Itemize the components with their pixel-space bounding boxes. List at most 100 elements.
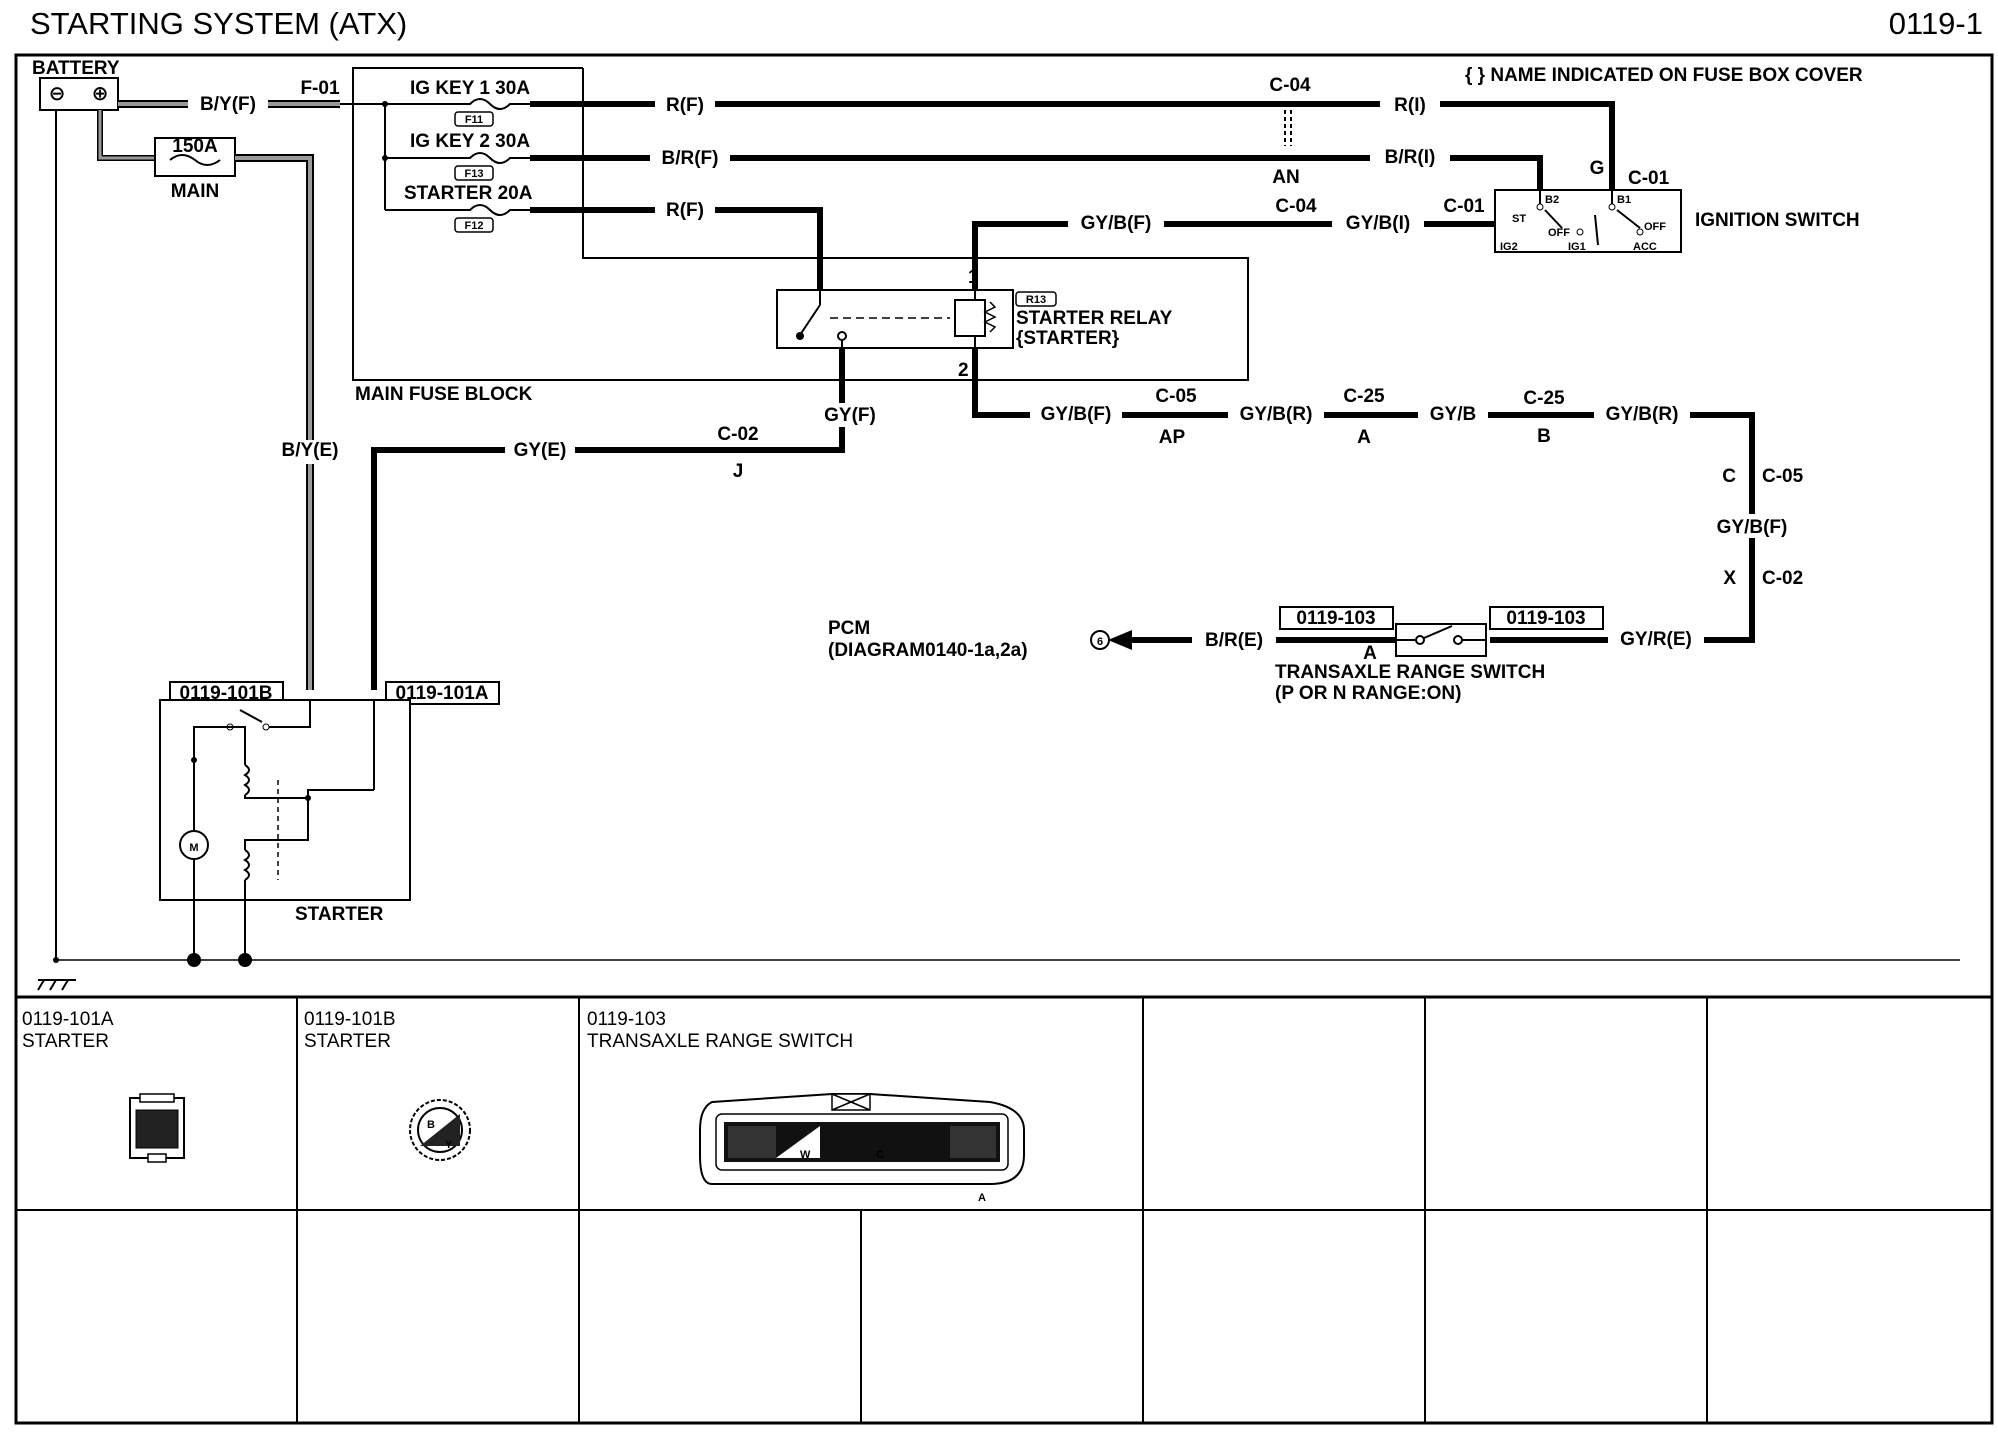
wire-b-y-e-label: B/Y(E) — [282, 440, 339, 461]
wire-gy-b-f-2-label: GY/B(F) — [1041, 404, 1112, 425]
starter: 0119-101B 0119-101A M STARTER — [159, 681, 500, 960]
ig-pin-ig2: IG2 — [1500, 241, 1518, 253]
connector-c04-top: C-04 — [1269, 75, 1311, 96]
ignition-switch: ST B2 B1 OFF OFF IG2 IG1 ACC IGNITION SW… — [1494, 189, 1860, 253]
wire-r-i-label: R(I) — [1394, 95, 1426, 116]
fuse-ig-key-2-label: IG KEY 2 30A — [410, 131, 530, 152]
diagram-frame — [14, 53, 1994, 1425]
ig-pin-st: ST — [1512, 213, 1526, 225]
ig-pin-b1: B1 — [1617, 194, 1631, 206]
starter-motor-icon: M — [189, 842, 198, 854]
wire-r-f-starter: R(F) — [530, 198, 823, 290]
connector-103-icon: W C A — [699, 1093, 1025, 1204]
ignition-switch-label: IGNITION SWITCH — [1695, 210, 1860, 231]
connector-c05-c: C-05 — [1762, 466, 1804, 487]
pin-b-glyph: B — [427, 1119, 435, 1131]
pcm-label: PCM — [828, 618, 870, 639]
cell-3-code: 0119-103 — [587, 1009, 666, 1030]
wire-b-r-f-b-r-i: B/R(F) B/R(I) AN G C-01 — [530, 146, 1670, 190]
cell-2-name: STARTER — [304, 1031, 391, 1052]
wire-gy-r-e-label: GY/R(E) — [1620, 629, 1692, 650]
connector-c05-top: C-05 — [1155, 386, 1197, 407]
cell-2-code: 0119-101B — [304, 1009, 396, 1030]
fuse-ig-key-1-label: IG KEY 1 30A — [410, 78, 530, 99]
pin-a-glyph: A — [978, 1192, 986, 1204]
battery-minus-icon: ⊖ — [49, 83, 66, 105]
battery: BATTERY ⊖ ⊕ — [32, 58, 120, 111]
connector-f01-label: F-01 — [300, 78, 340, 99]
pin-w-glyph: W — [800, 1149, 811, 1161]
fuse-f12-tag: F12 — [465, 220, 484, 232]
connector-c02-x-pin: X — [1723, 568, 1736, 589]
trs-ref-right: 0119-103 — [1506, 608, 1585, 629]
relay-pin-1: 1 — [968, 267, 979, 288]
wire-gy-f-gy-e: GY(F) GY(E) C-02 J — [371, 348, 876, 690]
relay-pin-2: 2 — [958, 360, 969, 381]
relay-alias: {STARTER} — [1016, 328, 1120, 349]
fuse-f13-tag: F13 — [465, 168, 484, 180]
starter-ref-a: 0119-101A — [396, 683, 489, 704]
cell-1-code: 0119-101A — [22, 1009, 114, 1030]
connector-c02-x: C-02 — [1762, 568, 1803, 589]
wire-gy-b-f-ig: GY/B(F) GY/B(I) C-04 C-01 — [972, 196, 1500, 290]
wire-gy-b-r-1-label: GY/B(R) — [1240, 404, 1313, 425]
main-fuse-rating: 150A — [172, 136, 218, 157]
main-fuse-block-label: MAIN FUSE BLOCK — [355, 384, 533, 405]
connector-c25-a-pin: A — [1357, 427, 1371, 448]
connector-table: 0119-101A STARTER 0119-101B STARTER 0119… — [22, 1009, 1025, 1204]
wire-r-f-r-i: R(F) R(I) C-04 — [530, 75, 1615, 190]
connector-c02-j: J — [733, 461, 744, 482]
trs-pin-a: A — [1363, 643, 1377, 664]
starter-ref-b: 0119-101B — [180, 683, 273, 704]
page-title: STARTING SYSTEM (ATX) — [30, 6, 407, 41]
connector-101a-icon — [129, 1093, 185, 1163]
connector-c01-g-pin: G — [1590, 158, 1605, 179]
ig-pin-acc: ACC — [1633, 241, 1657, 253]
battery-plus-icon: ⊕ — [92, 83, 109, 105]
wire-gy-e-label: GY(E) — [514, 440, 567, 461]
wire-gy-b-f-label: GY/B(F) — [1081, 213, 1152, 234]
wire-b-r-e: B/R(E) 6 PCM (DIAGRAM0140-1a,2a) — [828, 618, 1396, 661]
wire-b-r-f-label: B/R(F) — [662, 148, 719, 169]
connector-101b-icon: B Y — [409, 1099, 471, 1161]
wire-gy-f-label: GY(F) — [824, 405, 876, 426]
ig-pin-b2: B2 — [1545, 194, 1559, 206]
pin-y-glyph: Y — [445, 1139, 453, 1151]
trs-ref-left: 0119-103 — [1296, 608, 1375, 629]
ig-pin-ig1: IG1 — [1568, 241, 1586, 253]
pcm-diagram-ref: (DIAGRAM0140-1a,2a) — [828, 640, 1028, 661]
pcm-circle: 6 — [1097, 636, 1103, 648]
connector-c04-an: AN — [1272, 167, 1299, 188]
ig-pin-off-1: OFF — [1548, 227, 1570, 239]
wire-b-y-f-label: B/Y(F) — [200, 94, 256, 115]
pin-c-glyph: C — [876, 1149, 884, 1161]
battery-label: BATTERY — [32, 58, 120, 79]
ground-bus — [37, 110, 1960, 991]
connector-c01-g: C-01 — [1628, 168, 1670, 189]
relay-name: STARTER RELAY — [1016, 308, 1173, 329]
connector-c25-b: C-25 — [1523, 388, 1565, 409]
ig-pin-off-2: OFF — [1644, 221, 1666, 233]
connector-c01-st: C-01 — [1443, 196, 1485, 217]
wire-gy-b-chain: GY/B(F) C-05 AP GY/B(R) C-25 A GY/B C-25… — [972, 348, 1804, 652]
wire-gy-b-i-label: GY/B(I) — [1346, 213, 1410, 234]
cell-1-name: STARTER — [22, 1031, 109, 1052]
starter-label: STARTER — [295, 904, 384, 925]
starter-relay: 1 2 R13 STARTER RELAY {STARTER} — [776, 267, 1173, 381]
main-fuse-block: MAIN FUSE BLOCK IG KEY 1 30A F11 IG KEY … — [340, 67, 1249, 405]
trs-note: (P OR N RANGE:ON) — [1275, 683, 1461, 704]
connector-c05-ap: AP — [1159, 427, 1186, 448]
connector-c25-a: C-25 — [1343, 386, 1385, 407]
relay-tag: R13 — [1026, 294, 1046, 306]
cell-3-name: TRANSAXLE RANGE SWITCH — [587, 1031, 853, 1052]
connector-c04-mid: C-04 — [1275, 196, 1317, 217]
wire-r-f-2-label: R(F) — [666, 200, 704, 221]
wire-r-f-label: R(F) — [666, 95, 704, 116]
fuse-f11-tag: F11 — [465, 114, 483, 126]
wire-gy-b-r-2-label: GY/B(R) — [1606, 404, 1679, 425]
fuse-starter-label: STARTER 20A — [404, 183, 533, 204]
battery-wires: B/Y(F) F-01 — [97, 78, 340, 161]
connector-c25-b-pin: B — [1537, 426, 1551, 447]
connector-c02: C-02 — [717, 424, 758, 445]
